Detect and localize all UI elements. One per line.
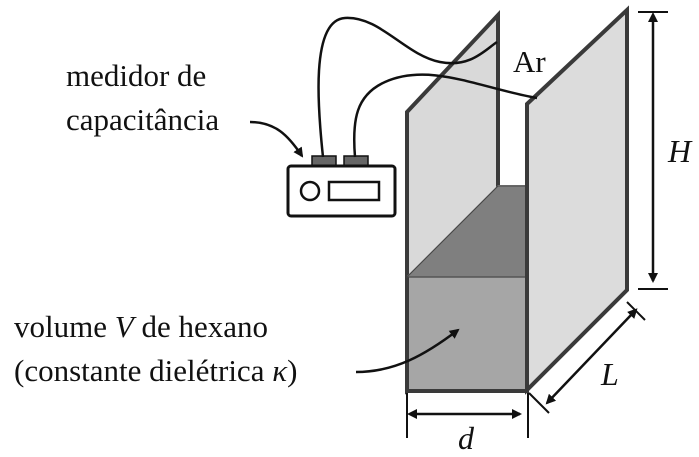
kappa-variable: κ — [272, 353, 288, 388]
hexane-front-face — [409, 277, 527, 390]
height-label: H — [667, 133, 693, 169]
front-right-plate — [525, 5, 629, 395]
length-arrow — [545, 308, 638, 405]
liquid-pointer-arrow — [355, 328, 460, 374]
wire-to-back-plate — [317, 16, 498, 158]
air-label: Ar — [513, 44, 546, 79]
meter-display — [327, 180, 381, 202]
gap-label: d — [458, 420, 475, 456]
capacitance-meter — [286, 155, 397, 218]
meter-label-line1: medidor de — [66, 58, 206, 93]
gap-dimension — [406, 393, 529, 438]
meter-label-line2: capacitância — [66, 102, 219, 137]
meter-knob — [299, 180, 321, 202]
length-label: L — [600, 356, 619, 392]
meter-pointer-arrow — [249, 120, 304, 158]
volume-label: volume V de hexano — [14, 309, 268, 344]
height-dimension — [638, 11, 668, 290]
wire-to-front-plate — [352, 73, 538, 158]
volume-variable: V — [115, 309, 137, 344]
length-dimension — [528, 301, 646, 414]
dielectric-label: (constante dielétrica κ) — [14, 353, 297, 388]
